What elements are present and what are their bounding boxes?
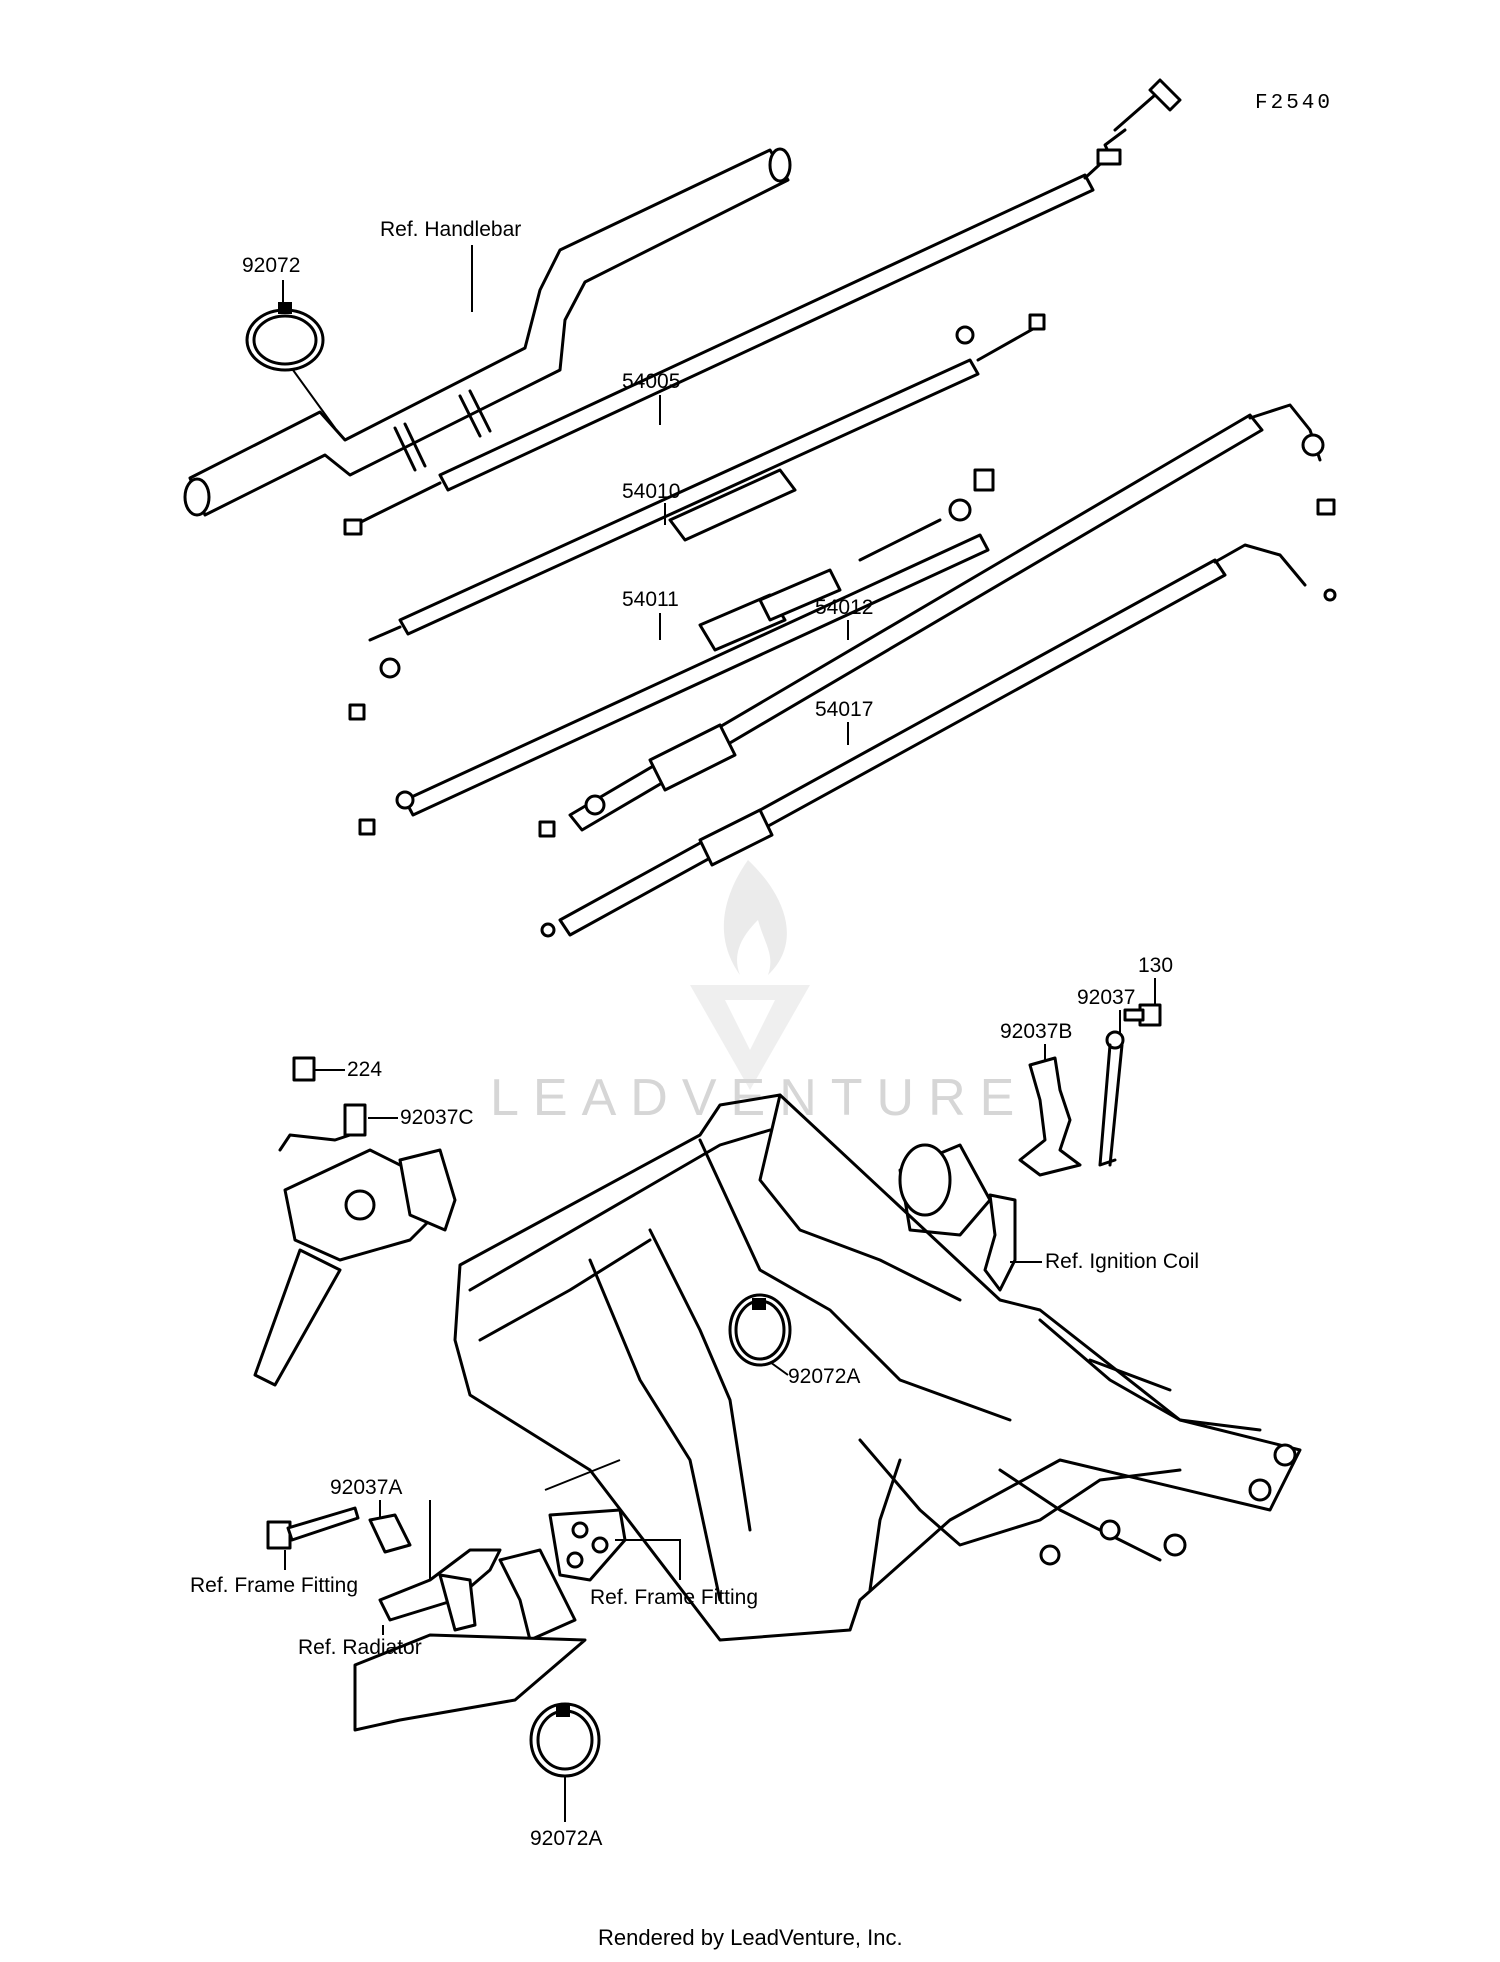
bolt-224 <box>292 1056 316 1082</box>
cable-54012 <box>538 403 1336 838</box>
label-92072: 92072 <box>242 254 300 277</box>
leadventure-watermark-logo <box>690 860 810 1090</box>
leader-frame-fitting-right <box>615 1539 681 1580</box>
label-224: 224 <box>347 1058 382 1081</box>
label-92072A-frame: 92072A <box>788 1365 860 1388</box>
atv-frame <box>453 1093 1302 1642</box>
cable-54017 <box>540 543 1337 938</box>
cable-54011 <box>358 468 995 836</box>
cable-54010 <box>348 313 1046 721</box>
bracket-radiator <box>378 1548 502 1632</box>
watermark-text: LEADVENTURE <box>490 1069 1028 1127</box>
label-ref-frame-fitting-left: Ref. Frame Fitting <box>190 1574 358 1597</box>
label-92037A: 92037A <box>330 1476 402 1499</box>
label-ref-radiator: Ref. Radiator <box>298 1636 422 1659</box>
bolt-frame-fitting <box>266 1506 360 1550</box>
clip-92037 <box>1098 1030 1125 1167</box>
footer-credit: Rendered by LeadVenture, Inc. <box>598 1925 903 1950</box>
label-92037C: 92037C <box>400 1106 474 1129</box>
label-ref-ignition-coil: Ref. Ignition Coil <box>1045 1250 1199 1273</box>
clip-92037A <box>368 1513 412 1554</box>
bracket-92037B <box>1018 1056 1082 1177</box>
leader-92072-to-bar <box>292 369 336 429</box>
ignition-coil <box>898 1143 1017 1292</box>
clip-92037C <box>278 1103 367 1152</box>
label-54017: 54017 <box>815 698 873 721</box>
label-ref-handlebar: Ref. Handlebar <box>380 218 521 241</box>
cable-54005 <box>343 78 1182 536</box>
label-92072A-bottom: 92072A <box>530 1827 602 1850</box>
leader-92072A-frame <box>769 1361 789 1376</box>
label-92037B: 92037B <box>1000 1020 1072 1043</box>
label-54011: 54011 <box>622 588 679 611</box>
plate-frame-fitting <box>548 1508 627 1582</box>
band-clamp-92072A-frame <box>728 1293 792 1367</box>
band-clamp-92072 <box>245 302 325 372</box>
handlebar-drawing <box>183 147 792 517</box>
label-54005: 54005 <box>622 370 680 393</box>
leader-plate <box>544 1459 621 1491</box>
lever-assembly <box>253 1148 457 1387</box>
band-clamp-92072A-bottom <box>529 1702 601 1778</box>
label-ref-frame-fitting-right: Ref. Frame Fitting <box>590 1586 758 1609</box>
bolt-130 <box>1123 1003 1162 1027</box>
label-130: 130 <box>1138 954 1173 977</box>
stay-lower <box>353 1548 587 1732</box>
label-54010: 54010 <box>622 480 680 503</box>
figure-code: F2540 <box>1255 92 1333 115</box>
label-54012: 54012 <box>815 596 873 619</box>
label-92037: 92037 <box>1077 986 1135 1009</box>
